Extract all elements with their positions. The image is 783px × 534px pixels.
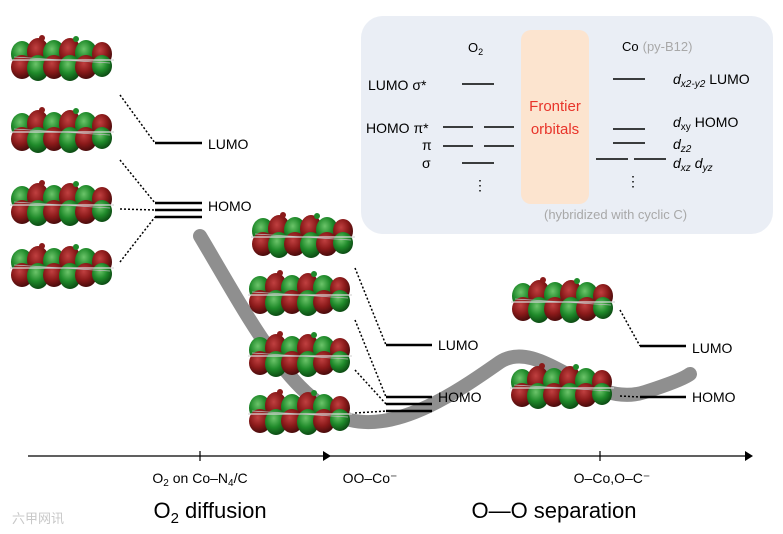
left-lumo-label: LUMO	[208, 136, 249, 152]
x-axis-arrowhead	[745, 451, 753, 461]
x-axis-mid-arrow	[323, 451, 331, 461]
right-connector-1	[619, 309, 641, 347]
o2-homo-label: HOMO π*	[366, 120, 429, 136]
right-homo-label: HOMO	[692, 389, 736, 405]
orbital-right-1	[510, 276, 616, 324]
mid-connector-3	[354, 369, 387, 405]
orbital-left-4	[9, 242, 115, 290]
o2-pi-label: π	[422, 137, 432, 153]
o2-header: O2	[468, 40, 483, 57]
watermark: 六甲网讯	[12, 511, 64, 526]
left-connector-1	[119, 94, 156, 144]
orbital-left-1	[9, 34, 115, 82]
stage-title-separation: O—O separation	[471, 498, 636, 523]
hybrid-note: (hybridized with cyclic C)	[544, 207, 687, 222]
left-homo-label: HOMO	[208, 198, 252, 214]
co-dots: ⋮	[626, 173, 640, 189]
left-connector-4	[119, 216, 156, 263]
mid-connector-4	[354, 410, 387, 414]
o2-lumo-label: LUMO σ*	[368, 77, 427, 93]
right-connector-2	[619, 395, 641, 398]
left-connector-3	[119, 208, 156, 211]
frontier-label-line1: Frontier	[529, 98, 581, 115]
orbital-left-2	[9, 106, 115, 154]
mid-connector-1	[354, 267, 387, 346]
left-connector-2	[119, 159, 156, 204]
o2-dots: ⋮	[473, 177, 487, 193]
stage-title-diffusion: O2 diffusion	[153, 498, 266, 527]
orbital-left-3	[9, 179, 115, 227]
mid-homo-label: HOMO	[438, 389, 482, 405]
mid-connector-2	[354, 319, 387, 398]
right-lumo-label: LUMO	[692, 340, 733, 356]
x-tick-label-2: OO–Co⁻	[343, 470, 398, 486]
co-header: Co(py-B12)	[622, 39, 692, 54]
x-tick-label-3: O–Co,O–C⁻	[574, 470, 651, 486]
orbital-mid-2	[247, 269, 353, 317]
orbital-mid-1	[250, 211, 356, 259]
mid-lumo-label: LUMO	[438, 337, 479, 353]
x-tick-label-1: O2 on Co–N4/C	[152, 470, 247, 489]
o2-sigma-label: σ	[422, 155, 431, 171]
frontier-label-line2: orbitals	[531, 121, 579, 138]
frontier-band	[521, 30, 589, 204]
orbital-mid-3	[247, 330, 353, 378]
co-dz2-label: dz2	[673, 136, 692, 155]
